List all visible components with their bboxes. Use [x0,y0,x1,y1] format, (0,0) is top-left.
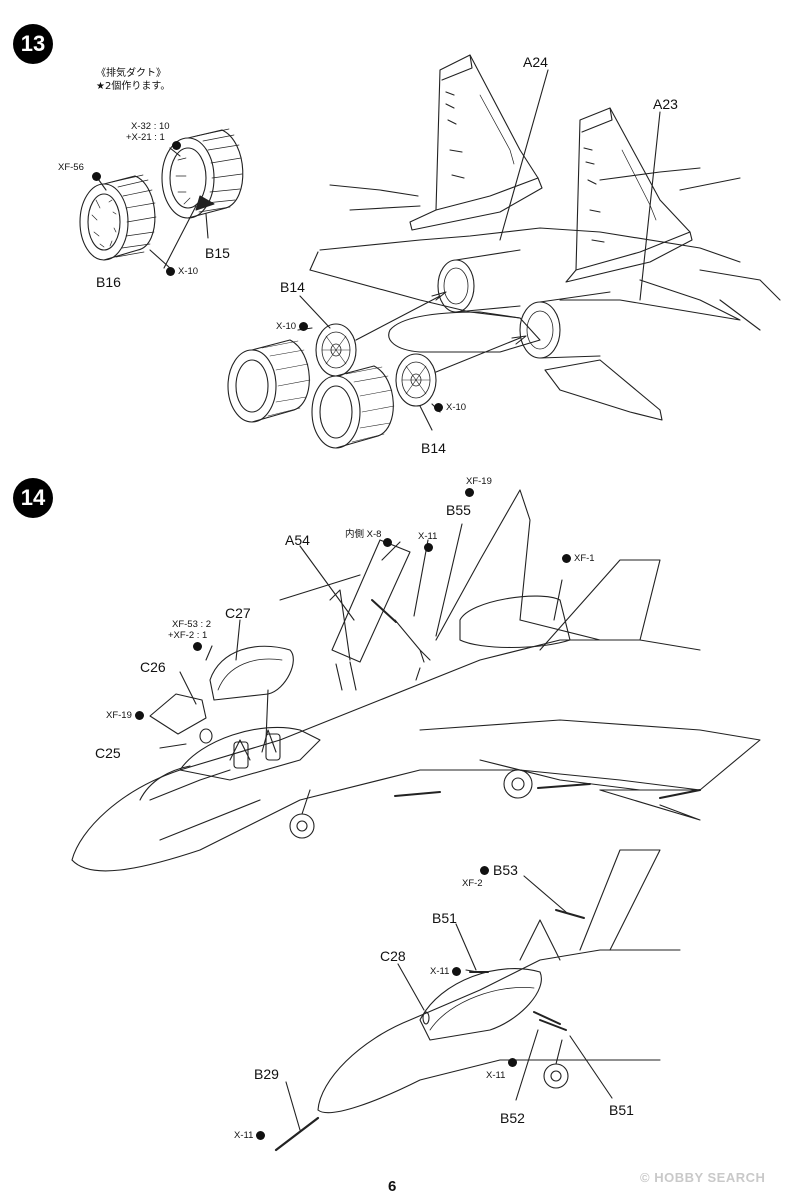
watermark-logo: © HOBBY SEARCH [640,1170,766,1185]
paint-x10-a-code: X-10 [178,266,199,277]
part-b51-lower-label: B51 [609,1102,634,1118]
part-c25-label: C25 [95,745,121,761]
paint-dot-x8 [383,538,392,547]
paint-xf19-top: XF-19 [466,476,492,487]
paint-dot-x11-a [424,543,433,552]
paint-xf2: XF-2 [462,878,483,889]
paint-dot-cockpit-mix [193,642,202,651]
paint-x10-a: X-10 [166,266,198,277]
paint-x11-c: X-11 [486,1070,505,1081]
part-b16-label: B16 [96,274,121,290]
part-a54-label: A54 [285,532,310,548]
paint-xf19-top-code: XF-19 [466,476,492,487]
paint-dot-xf19-top [465,488,474,497]
step13-exhaust-ducts [80,55,780,448]
part-c26-label: C26 [140,659,166,675]
paint-x11-a: X-11 [418,531,437,542]
part-b53-label: B53 [493,862,518,878]
paint-x11-d-code: X-11 [234,1130,254,1141]
paint-x10-b: X-10 [276,321,309,332]
paint-xf2-code: XF-2 [462,878,483,889]
step13-note-title: 《排気ダクト》 [96,68,166,79]
page-number: 6 [388,1178,397,1195]
step13-note-quantity: ★2個作ります。 [96,81,171,92]
paint-cockpit-mix-line1: XF-53 : 2 [172,619,212,630]
part-c28-label: C28 [380,948,406,964]
paint-mix-line2: +X-21 : 1 [126,132,165,143]
paint-x10-b-code: X-10 [276,321,297,332]
paint-x10-c: X-10 [434,402,466,413]
paint-x8-inner-code: 内側 X-8 [345,529,382,540]
paint-xf1-code: XF-1 [574,553,595,564]
part-b52-label: B52 [500,1110,525,1126]
paint-xf19-left: XF-19 [106,710,144,721]
paint-xf56: XF-56 [58,162,84,173]
paint-x11-b-code: X-11 [430,966,450,977]
part-b51-upper-label: B51 [432,910,457,926]
paint-dot-xf56 [92,172,101,181]
part-b29-label: B29 [254,1066,279,1082]
part-b14-upper-label: B14 [280,279,305,295]
paint-x11-b: X-11 [430,966,462,977]
paint-x11-c-code: X-11 [486,1070,506,1081]
paint-cockpit-mix-line2: +XF-2 : 1 [168,630,208,641]
paint-dot-xf2 [480,866,489,875]
paint-x11-a-code: X-11 [418,531,438,542]
paint-xf56-code: XF-56 [58,162,84,173]
paint-x10-c-code: X-10 [446,402,467,413]
part-b55-label: B55 [446,502,471,518]
step14-cockpit-assembly [72,490,760,1150]
paint-xf1: XF-1 [562,553,595,564]
paint-dot-mix [172,141,181,150]
paint-xf19-left-code: XF-19 [106,710,132,721]
paint-mix-line1: X-32 : 10 [131,121,170,132]
part-b15-label: B15 [205,245,230,261]
paint-x11-d: X-11 [234,1130,266,1141]
part-a24-label: A24 [523,54,548,70]
part-b14-lower-label: B14 [421,440,446,456]
step14-badge: 14 [13,478,53,518]
paint-dot-x11-c [508,1058,517,1067]
paint-x8-inner: 内側 X-8 [345,526,381,540]
step13-badge: 13 [13,24,53,64]
part-c27-label: C27 [225,605,251,621]
part-a23-label: A23 [653,96,678,112]
